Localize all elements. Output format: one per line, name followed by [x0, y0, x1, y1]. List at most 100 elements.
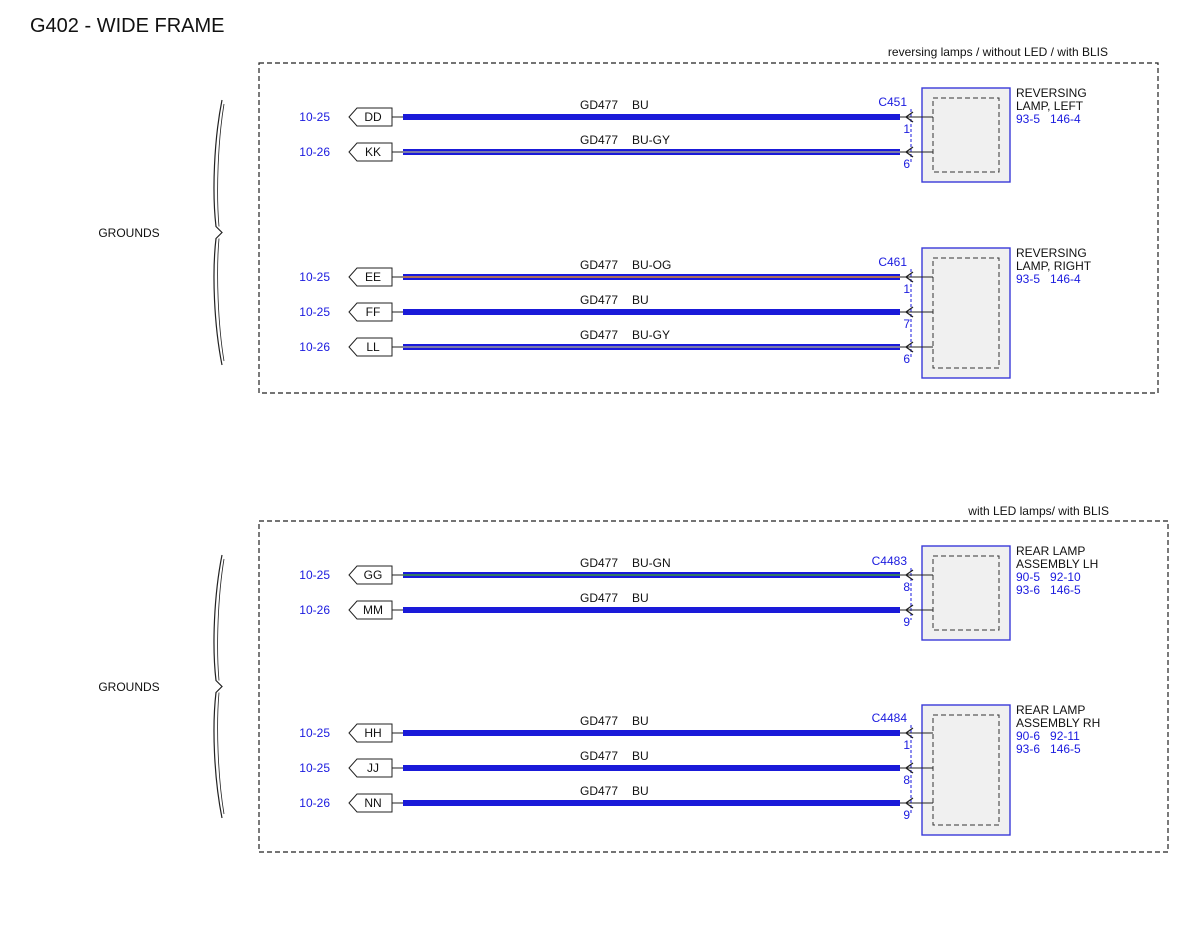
wire-color-label: BU-GY: [632, 133, 670, 147]
wire-row: 10-25 GG GD477 BU-GN 8: [299, 556, 933, 594]
page-ref: 10-26: [299, 603, 330, 617]
flag-label: DD: [364, 110, 382, 124]
component-box: [921, 704, 1011, 836]
panel-2: with LED lamps/ with BLISGROUNDSC4483REA…: [98, 504, 1169, 853]
flag-label: FF: [366, 305, 381, 319]
component-inner-box: [932, 257, 1000, 369]
component-inner-box: [932, 555, 1000, 631]
flag-label: GG: [364, 568, 383, 582]
brace-icon: [213, 554, 223, 819]
component-name: REAR LAMP: [1016, 544, 1085, 558]
panel-border: [258, 520, 1169, 853]
component-name: LAMP, RIGHT: [1016, 259, 1092, 273]
brace-icon: [217, 103, 225, 362]
wire-row: 10-26 KK GD477 BU-GY 6: [299, 133, 933, 171]
wire-color-label: BU-OG: [632, 258, 671, 272]
circuit-label: GD477: [580, 749, 618, 763]
component-box: [921, 87, 1011, 183]
wire-color-label: BU: [632, 293, 649, 307]
wire-row: 10-25 FF GD477 BU 7: [299, 293, 933, 331]
component-page-ref: 93-5 146-4: [1016, 272, 1081, 286]
component-page-ref: 93-5 146-4: [1016, 112, 1081, 126]
condition-label: with LED lamps/ with BLIS: [967, 504, 1109, 518]
flag-label: NN: [364, 796, 381, 810]
condition-label: reversing lamps / without LED / with BLI…: [888, 45, 1108, 59]
component-name: LAMP, LEFT: [1016, 99, 1084, 113]
flag-label: LL: [366, 340, 380, 354]
page-ref: 10-26: [299, 145, 330, 159]
wire-color-label: BU: [632, 749, 649, 763]
pin-number: 1: [903, 122, 910, 136]
component-inner-box: [932, 97, 1000, 173]
page-ref: 10-25: [299, 568, 330, 582]
wire-color-label: BU: [632, 784, 649, 798]
grounds-label: GROUNDS: [98, 680, 159, 694]
panel-border: [258, 62, 1159, 394]
wire-color-label: BU: [632, 714, 649, 728]
page-ref: 10-26: [299, 340, 330, 354]
wire-row: 10-25 HH GD477 BU 1: [299, 714, 933, 752]
circuit-label: GD477: [580, 133, 618, 147]
page-ref: 10-26: [299, 796, 330, 810]
component-page-ref: 93-6 146-5: [1016, 583, 1081, 597]
page-ref: 10-25: [299, 305, 330, 319]
component-name: ASSEMBLY RH: [1016, 716, 1100, 730]
circuit-label: GD477: [580, 293, 618, 307]
wire-color-label: BU: [632, 98, 649, 112]
brace-icon: [217, 558, 225, 815]
panel-1: reversing lamps / without LED / with BLI…: [98, 45, 1159, 394]
component-page-ref: 90-6 92-11: [1016, 729, 1080, 743]
circuit-label: GD477: [580, 556, 618, 570]
component-page-ref: 93-6 146-5: [1016, 742, 1081, 756]
circuit-label: GD477: [580, 784, 618, 798]
pin-number: 8: [903, 580, 910, 594]
component-name: REVERSING: [1016, 246, 1087, 260]
circuit-label: GD477: [580, 591, 618, 605]
page-ref: 10-25: [299, 726, 330, 740]
component-name: REAR LAMP: [1016, 703, 1085, 717]
grounds-label: GROUNDS: [98, 226, 159, 240]
component-name: ASSEMBLY LH: [1016, 557, 1098, 571]
pin-number: 6: [903, 352, 910, 366]
connector-label: C4483: [872, 554, 908, 568]
component-name: REVERSING: [1016, 86, 1087, 100]
circuit-label: GD477: [580, 714, 618, 728]
pin-number: 1: [903, 282, 910, 296]
flag-label: EE: [365, 270, 381, 284]
pin-number: 7: [903, 317, 910, 331]
flag-label: MM: [363, 603, 383, 617]
brace-icon: [213, 99, 223, 366]
page-ref: 10-25: [299, 270, 330, 284]
flag-label: JJ: [367, 761, 379, 775]
pin-number: 6: [903, 157, 910, 171]
flag-label: KK: [365, 145, 381, 159]
wire-color-label: BU-GN: [632, 556, 671, 570]
component-inner-box: [932, 714, 1000, 826]
flag-label: HH: [364, 726, 381, 740]
circuit-label: GD477: [580, 258, 618, 272]
wire-row: 10-25 EE GD477 BU-OG 1: [299, 258, 933, 296]
connector-label: C451: [878, 95, 907, 109]
pin-number: 9: [903, 808, 910, 822]
circuit-label: GD477: [580, 98, 618, 112]
component-box: [921, 545, 1011, 641]
circuit-label: GD477: [580, 328, 618, 342]
wire-row: 10-25 DD GD477 BU 1: [299, 98, 933, 136]
wire-color-label: BU-GY: [632, 328, 670, 342]
connector-label: C461: [878, 255, 907, 269]
pin-number: 1: [903, 738, 910, 752]
wire-color-label: BU: [632, 591, 649, 605]
component-page-ref: 90-5 92-10: [1016, 570, 1081, 584]
connector-label: C4484: [872, 711, 908, 725]
pin-number: 8: [903, 773, 910, 787]
page-title: G402 - WIDE FRAME: [30, 15, 224, 37]
page-ref: 10-25: [299, 110, 330, 124]
wire-row: 10-26 LL GD477 BU-GY 6: [299, 328, 933, 366]
